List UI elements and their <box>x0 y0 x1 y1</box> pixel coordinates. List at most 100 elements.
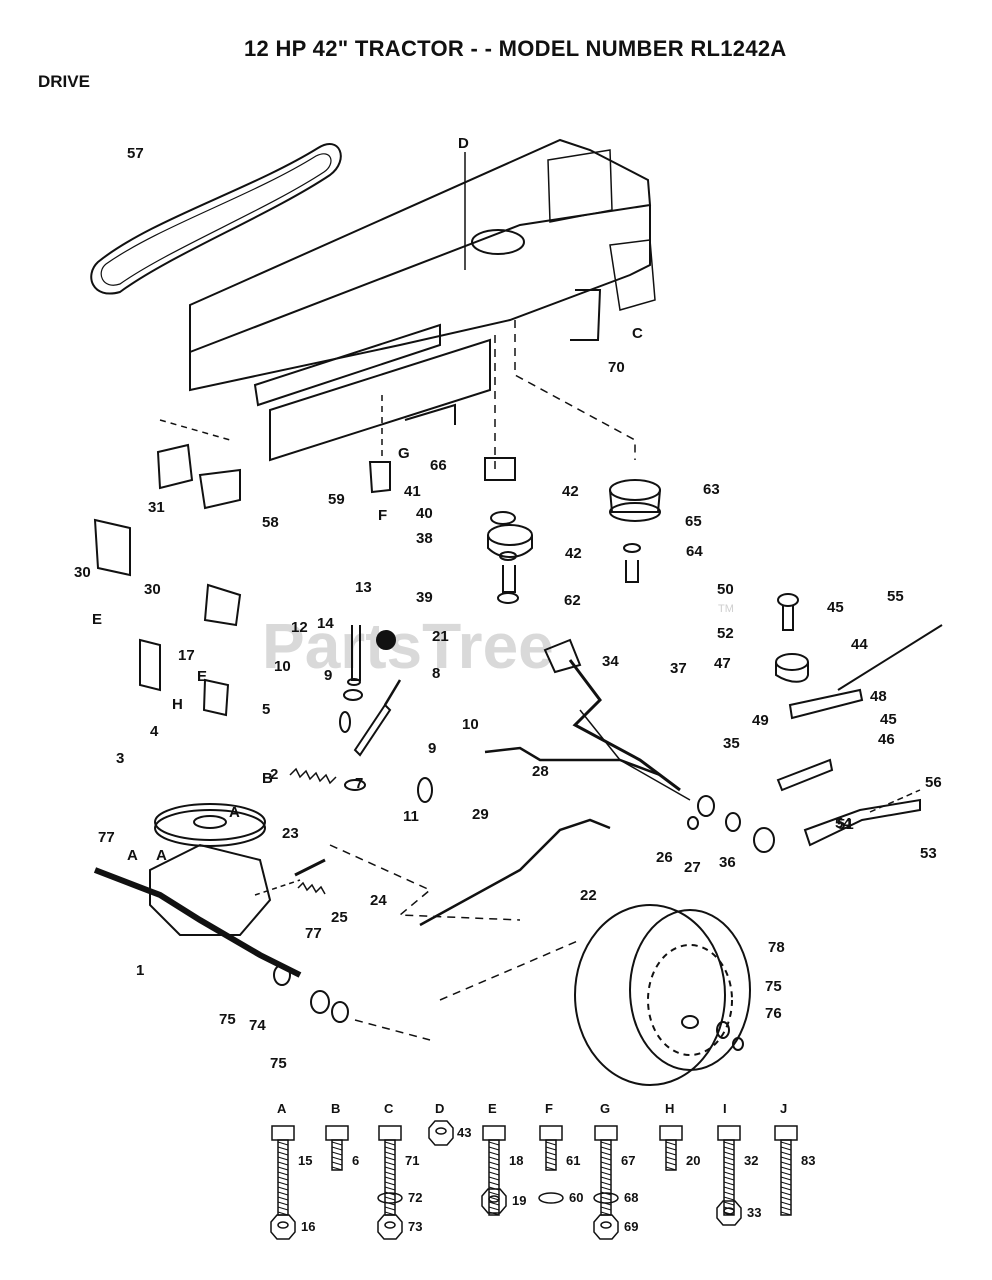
bolt-number: 18 <box>509 1153 523 1168</box>
callout-label: 5 <box>262 701 270 718</box>
callout-label: 51 <box>837 816 854 833</box>
callout-label: 62 <box>564 592 581 609</box>
callout-label: C <box>632 325 643 342</box>
callout-label: 59 <box>328 491 345 508</box>
nut-icon <box>377 1214 403 1240</box>
callout-label: E <box>92 611 102 628</box>
callout-label: A <box>156 847 167 864</box>
callout-label: A <box>229 804 240 821</box>
nut-icon <box>716 1200 742 1226</box>
watermark-text: PartsTree <box>262 610 554 682</box>
callout-label: 66 <box>430 457 447 474</box>
bolt-head-icon <box>717 1125 741 1141</box>
section-label: DRIVE <box>38 72 90 91</box>
callout-label: 17 <box>178 647 195 664</box>
nut-icon <box>481 1188 507 1214</box>
bolt-head-icon <box>271 1125 295 1141</box>
callout-label: 29 <box>472 806 489 823</box>
callout-label: 8 <box>432 665 440 682</box>
nut-number: 19 <box>512 1193 526 1208</box>
belt-part <box>90 143 342 295</box>
bolt-number: 67 <box>621 1153 635 1168</box>
callout-label: 35 <box>723 735 740 752</box>
callout-label: 37 <box>670 660 687 677</box>
callout-label: A <box>127 847 138 864</box>
rod-22 <box>419 818 611 927</box>
bolt-head-icon <box>378 1125 402 1141</box>
callout-label: 42 <box>562 483 579 500</box>
nut-number: 69 <box>624 1219 638 1234</box>
callout-label: 46 <box>878 731 895 748</box>
callout-label: 49 <box>752 712 769 729</box>
hardware-letter: J <box>780 1101 787 1116</box>
spring-2 <box>289 767 337 785</box>
bracket-58 <box>198 468 241 510</box>
callout-label: 55 <box>887 588 904 605</box>
callout-label: 64 <box>686 543 703 560</box>
callout-label: 30 <box>144 581 161 598</box>
callout-label: 57 <box>127 145 144 162</box>
nut-number: 33 <box>747 1205 761 1220</box>
callout-label: 58 <box>262 514 279 531</box>
hardware-item: J 83 <box>774 1101 815 1216</box>
callout-label: D <box>458 135 469 152</box>
bracket-17 <box>139 638 161 692</box>
page-title: 12 HP 42" TRACTOR - - MODEL NUMBER RL124… <box>244 36 787 61</box>
callout-label: B <box>262 770 273 787</box>
callout-label: 45 <box>827 599 844 616</box>
callout-label: 23 <box>282 825 299 842</box>
frame-drawing <box>90 138 943 1086</box>
callout-label: 10 <box>274 658 291 675</box>
hardware-letter: I <box>723 1101 727 1116</box>
hardware-letter: E <box>488 1101 497 1116</box>
callout-label: 22 <box>580 887 597 904</box>
bolt-head-icon <box>325 1125 349 1141</box>
lever-48 <box>788 688 864 720</box>
hardware-item: H20 <box>659 1101 700 1171</box>
bolt-head-icon <box>774 1125 798 1141</box>
callout-label: 26 <box>656 849 673 866</box>
bolt-head-icon <box>482 1125 506 1141</box>
callout-label: 63 <box>703 481 720 498</box>
callout-label: 42 <box>565 545 582 562</box>
callout-label: 2 <box>270 766 278 783</box>
callout-label: 12 <box>291 619 308 636</box>
hardware-letter: F <box>545 1101 553 1116</box>
callout-label: 9 <box>428 740 436 757</box>
drive-pulley <box>609 479 661 501</box>
callout-label: 44 <box>851 636 868 653</box>
callout-label: 13 <box>355 579 372 596</box>
washer-icon <box>377 1192 403 1204</box>
idler-pulley <box>487 524 533 546</box>
hardware-letter: H <box>665 1101 674 1116</box>
bolt-number: 83 <box>801 1153 815 1168</box>
callout-label: 34 <box>602 653 619 670</box>
watermark-tm: TM <box>718 603 734 615</box>
callout-label: 75 <box>765 978 782 995</box>
callout-label: 77 <box>305 925 322 942</box>
callout-label: 10 <box>462 716 479 733</box>
shift-knob <box>543 638 582 674</box>
transaxle-pulley <box>154 809 266 847</box>
hardware-letter: D <box>435 1101 444 1116</box>
callout-label: 76 <box>765 1005 782 1022</box>
callout-label: 75 <box>270 1055 287 1072</box>
hardware-letter: B <box>331 1101 340 1116</box>
hardware-legend: A1516B6C717273D43E1819F6160G676869H20I32… <box>270 1101 815 1240</box>
bolt-head-icon <box>594 1125 618 1141</box>
callout-label: 65 <box>685 513 702 530</box>
callout-label: 74 <box>249 1017 266 1034</box>
hardware-letter: G <box>600 1101 610 1116</box>
callout-label: H <box>172 696 183 713</box>
side-rail <box>253 323 441 407</box>
nut-icon <box>428 1120 454 1146</box>
washer-icon <box>593 1192 619 1204</box>
bolt-number: 15 <box>298 1153 312 1168</box>
callout-label: 30 <box>74 564 91 581</box>
callout-label: 39 <box>416 589 433 606</box>
